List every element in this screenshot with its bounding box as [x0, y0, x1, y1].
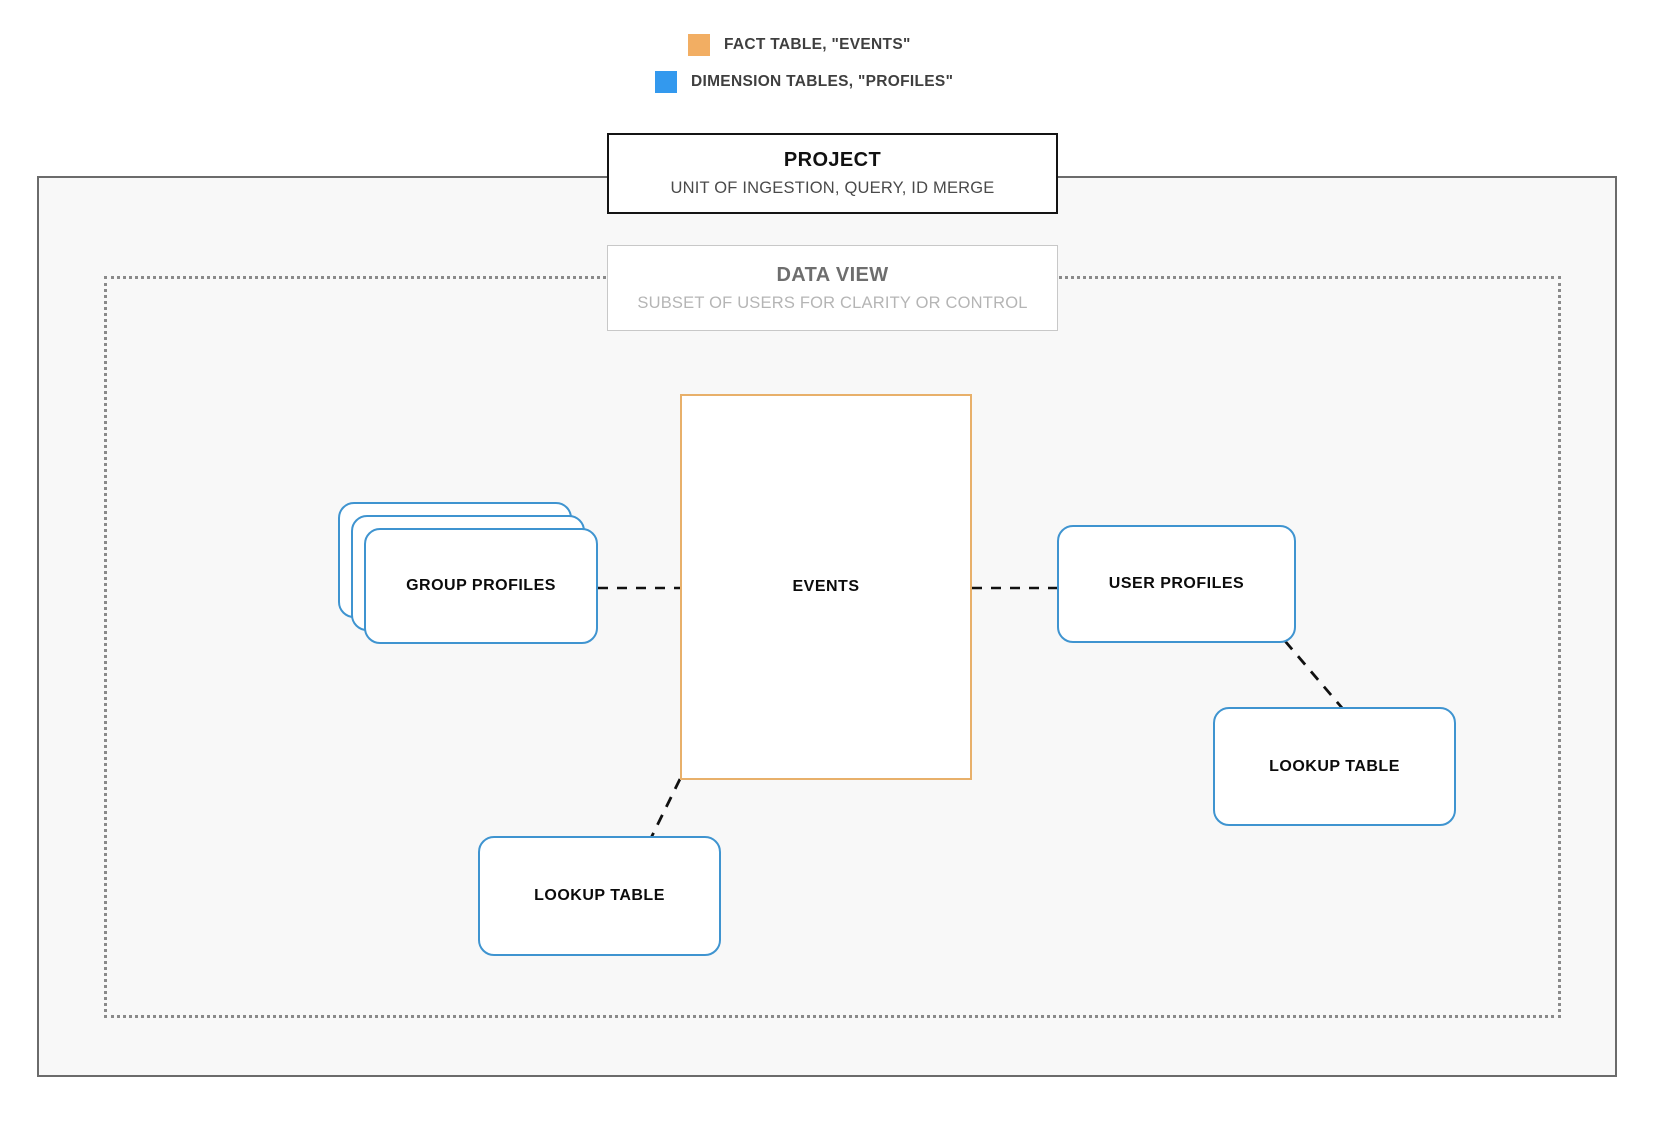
group-profiles-card-front[interactable]: GROUP PROFILES — [364, 528, 598, 644]
legend-label-dimension-tables: DIMENSION TABLES, "PROFILES" — [691, 73, 954, 90]
project-subtitle: UNIT OF INGESTION, QUERY, ID MERGE — [670, 179, 995, 197]
node-group-profiles[interactable]: GROUP PROFILES — [338, 502, 598, 644]
data-view-subtitle: SUBSET OF USERS FOR CLARITY OR CONTROL — [637, 293, 1028, 312]
node-lookup-table-right[interactable]: LOOKUP TABLE — [1213, 707, 1456, 826]
data-view-header-box: DATA VIEW SUBSET OF USERS FOR CLARITY OR… — [607, 245, 1058, 331]
project-title: PROJECT — [783, 149, 882, 171]
node-events-label: EVENTS — [792, 578, 860, 595]
legend-item-fact-table: FACT TABLE, "EVENTS" — [688, 34, 911, 56]
node-lookup-table-left[interactable]: LOOKUP TABLE — [478, 836, 721, 956]
legend-label-fact-table: FACT TABLE, "EVENTS" — [724, 36, 911, 53]
orange-square-swatch — [688, 34, 710, 56]
node-user-profiles[interactable]: USER PROFILES — [1057, 525, 1296, 643]
node-lookup-table-left-label: LOOKUP TABLE — [534, 887, 665, 904]
node-lookup-table-right-label: LOOKUP TABLE — [1269, 757, 1400, 775]
node-user-profiles-label: USER PROFILES — [1108, 575, 1245, 592]
data-view-title: DATA VIEW — [776, 263, 889, 286]
blue-square-swatch — [655, 71, 677, 93]
node-events[interactable]: EVENTS — [680, 394, 972, 780]
node-group-profiles-label: GROUP PROFILES — [406, 577, 556, 594]
legend-item-dimension-tables: DIMENSION TABLES, "PROFILES" — [655, 71, 953, 93]
project-header-box: PROJECT UNIT OF INGESTION, QUERY, ID MER… — [607, 133, 1058, 214]
